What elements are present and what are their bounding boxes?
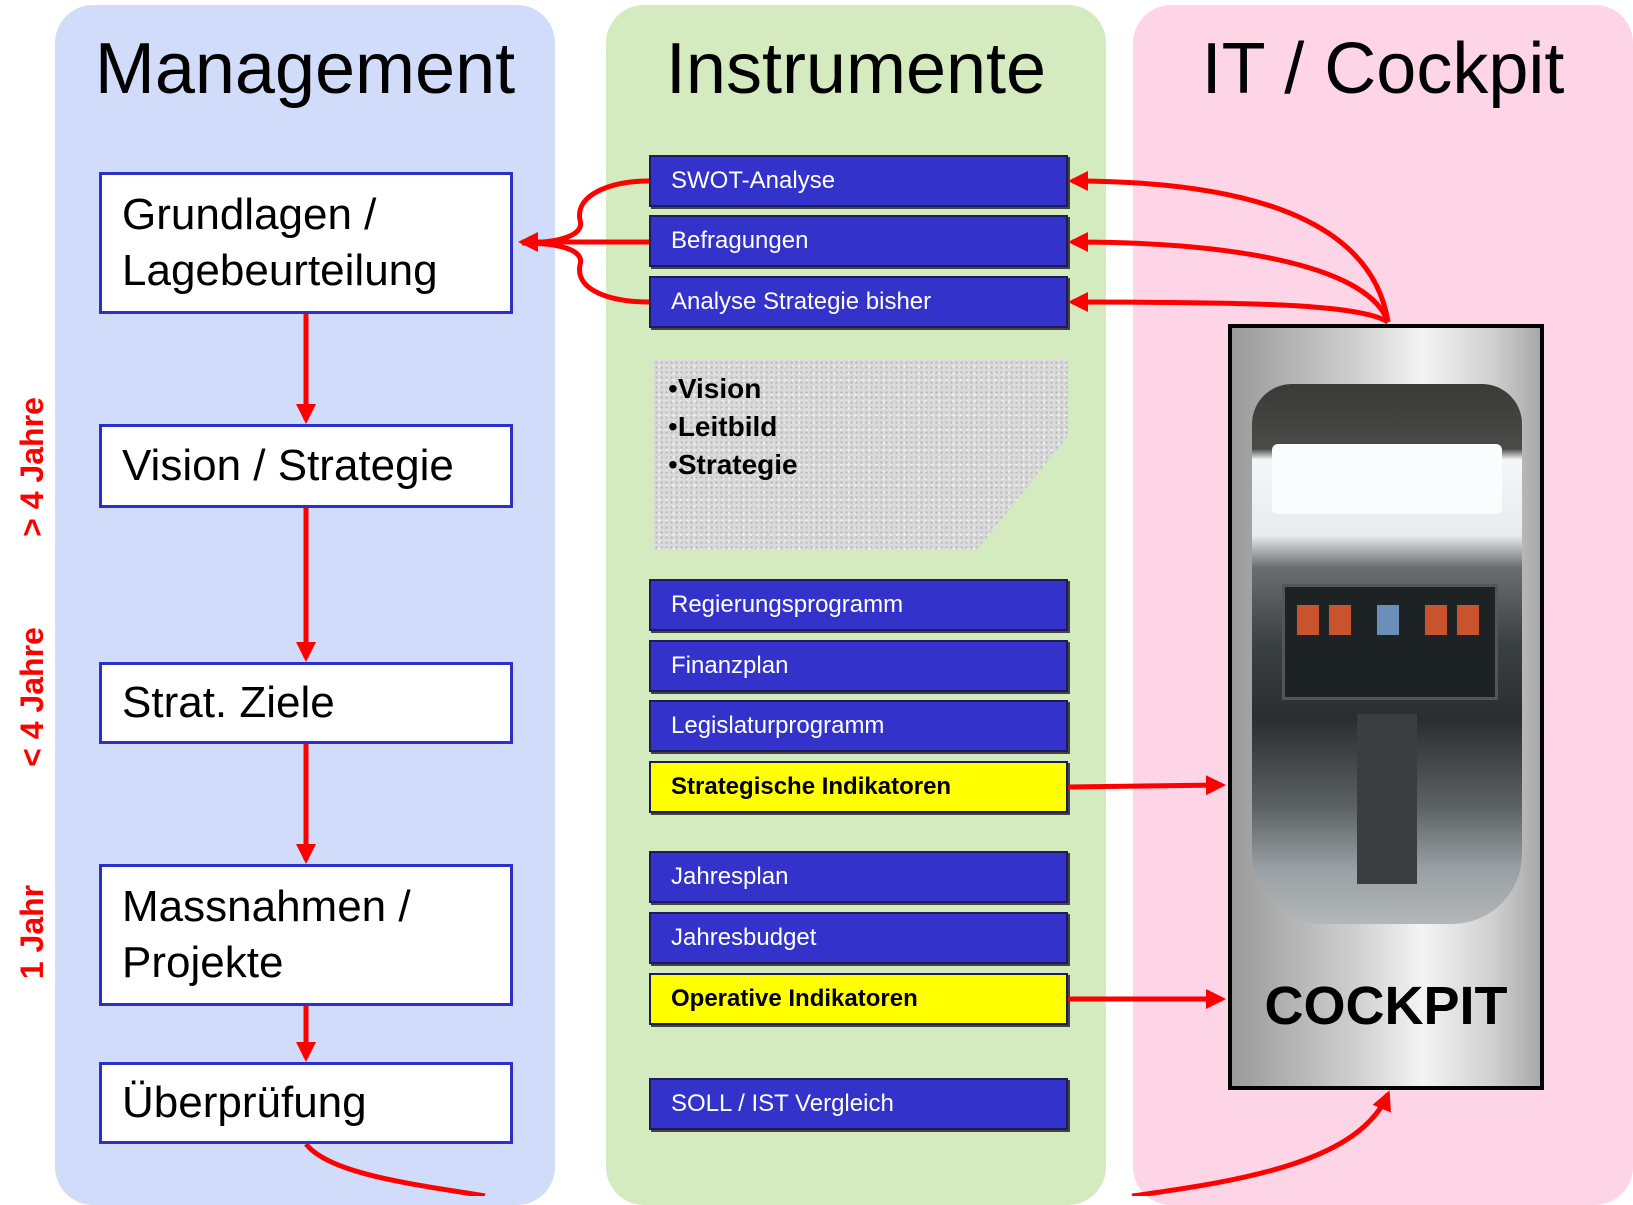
- instrument-label: Operative Indikatoren: [671, 985, 918, 1012]
- cockpit-window: [1272, 444, 1502, 514]
- cockpit-photo: [1252, 384, 1522, 924]
- it-cockpit-title: IT / Cockpit: [1201, 29, 1565, 109]
- note-item: •Vision: [668, 373, 762, 404]
- arrow-analyse-to-grundlagen: [521, 240, 650, 305]
- step-vision-strategie: Vision / Strategie: [99, 424, 513, 508]
- instrument-regierungsprogramm: Regierungsprogramm: [649, 579, 1068, 631]
- note-item: •Leitbild: [668, 411, 778, 442]
- instrument-finanzplan: Finanzplan: [649, 640, 1068, 692]
- step-label: Massnahmen / Projekte: [122, 882, 411, 987]
- instrument-analyse-strategie: Analyse Strategie bisher: [649, 276, 1068, 328]
- arrow-swot-to-grundlagen: [521, 178, 650, 246]
- arrow-cockpit-to-swot: [1068, 171, 1391, 323]
- instrument-label: Befragungen: [671, 227, 809, 254]
- instrument-soll-ist-vergleich: SOLL / IST Vergleich: [649, 1078, 1068, 1130]
- arrow-cockpit-to-analyse: [1068, 292, 1390, 325]
- instrument-label: Jahresbudget: [671, 924, 817, 951]
- step-label: Vision / Strategie: [122, 441, 454, 490]
- step-label: Grundlagen / Lagebeurteilung: [122, 190, 438, 295]
- arrow-cockpit-to-befragungen: [1068, 232, 1391, 323]
- instrument-swot: SWOT-Analyse: [649, 155, 1068, 207]
- step-label: Strat. Ziele: [122, 678, 335, 727]
- step-massnahmen: Massnahmen / Projekte: [99, 864, 513, 1006]
- instrument-label: Strategische Indikatoren: [671, 773, 952, 800]
- arrow-ueberpruefung-feedback: [304, 1142, 486, 1196]
- instrument-label: Regierungsprogramm: [671, 591, 904, 618]
- instrument-label: Legislaturprogramm: [671, 712, 885, 739]
- instrument-befragungen: Befragungen: [649, 215, 1068, 267]
- step-label: Überprüfung: [122, 1078, 367, 1127]
- instrument-label: Jahresplan: [671, 863, 789, 890]
- instrument-strategische-indikatoren: Strategische Indikatoren: [649, 761, 1068, 813]
- cockpit-label: COCKPIT: [1264, 976, 1508, 1036]
- note-item: •Strategie: [668, 449, 798, 480]
- instrument-label: SWOT-Analyse: [671, 167, 836, 194]
- strategy-document-note: [654, 360, 1068, 550]
- throttle-pedestal: [1357, 714, 1417, 884]
- instrument-operative-indikatoren: Operative Indikatoren: [649, 973, 1068, 1025]
- management-title: Management: [94, 29, 516, 109]
- step-grundlagen: Grundlagen / Lagebeurteilung: [99, 172, 513, 314]
- instrument-jahresbudget: Jahresbudget: [649, 912, 1068, 964]
- arrow-strat-indikatoren-to-cockpit: [1067, 775, 1226, 796]
- arrow-feedback-to-cockpit: [1131, 1090, 1391, 1196]
- instrument-label: Analyse Strategie bisher: [671, 288, 932, 315]
- note-text: •Vision •Leitbild •Strategie: [668, 370, 798, 484]
- step-ueberpruefung: Überprüfung: [99, 1062, 513, 1144]
- instrument-label: Finanzplan: [671, 652, 789, 679]
- step-strat-ziele: Strat. Ziele: [99, 662, 513, 744]
- instrument-label: SOLL / IST Vergleich: [671, 1090, 894, 1117]
- instrument-jahresplan: Jahresplan: [649, 851, 1068, 903]
- instruments-title: Instrumente: [665, 29, 1047, 109]
- instrument-panel: [1282, 584, 1498, 700]
- instrument-legislaturprogramm: Legislaturprogramm: [649, 700, 1068, 752]
